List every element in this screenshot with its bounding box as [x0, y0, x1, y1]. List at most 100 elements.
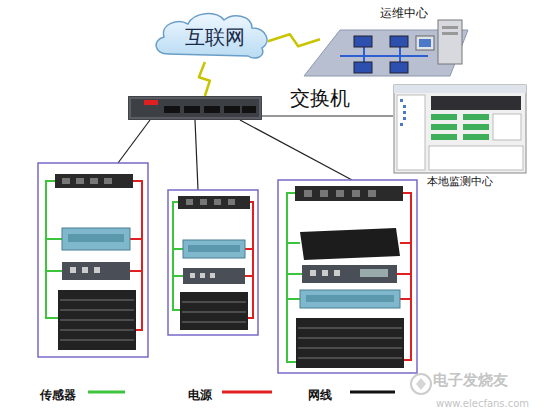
watermark-text: www.elecfans.com [436, 398, 529, 409]
ops-center-label: 运维中心 [380, 5, 428, 22]
office-computers-part [354, 36, 372, 47]
office-computers-part [354, 62, 372, 73]
network-switch-art-part [144, 100, 158, 105]
local-monitor-art-part-part [463, 114, 489, 120]
rack-one-part [46, 270, 62, 272]
rack-two-part [248, 202, 253, 318]
switch-ports-part [224, 106, 240, 113]
network-switch: 交换机 [128, 96, 262, 120]
rack-three-part [322, 270, 328, 276]
rack-two-part [200, 273, 205, 278]
rack-one-part [82, 267, 88, 273]
office-computers-part [438, 20, 462, 64]
rack-one-part-part [60, 300, 134, 301]
rack-three-part [300, 290, 400, 308]
rack-three-part [334, 270, 340, 276]
rack-two-part [168, 190, 258, 335]
rack-one-part [70, 267, 76, 273]
legend-samples-part [350, 391, 395, 394]
office-computers-part [442, 32, 458, 35]
rack-three-part [304, 190, 312, 197]
rack-three-part [336, 190, 344, 197]
rack-two-part-part [182, 322, 246, 323]
rack-two-part [186, 199, 193, 205]
switch-ports-part [242, 106, 256, 113]
network-switch-art [128, 96, 262, 120]
switch-label: 交换机 [290, 87, 350, 110]
rack-two-part [178, 196, 250, 209]
rack-three-part-part [298, 328, 402, 329]
rack-one-part-part [60, 320, 134, 321]
rack-three-part-part [298, 358, 402, 359]
rack-one-part-part [60, 330, 134, 331]
legend-samples [88, 391, 395, 394]
office-computers [354, 20, 462, 73]
legend-samples-part [88, 391, 125, 394]
rack-three-part [360, 269, 388, 277]
rack-two-part [188, 245, 240, 252]
rack-three-part [306, 295, 394, 302]
rack-one-part [62, 178, 70, 184]
local-monitor-art-part [493, 114, 521, 140]
rack-one-part [130, 238, 142, 240]
rack-two-part [245, 275, 253, 277]
rack-one-part [62, 228, 130, 250]
rack-two-part [173, 202, 180, 310]
local-monitor-art-part [397, 95, 425, 170]
rack-three-part [400, 298, 411, 300]
rack-three-part [300, 228, 400, 260]
office-computers-part [419, 39, 431, 47]
local-monitor-art-part [400, 99, 406, 126]
rack-three-part [352, 190, 360, 197]
rack-three-part [368, 190, 376, 197]
switch-to-rack-wires-part [195, 120, 198, 190]
rack-one-part [68, 234, 124, 242]
rack-three-part [400, 242, 411, 244]
rack-one-part [38, 163, 148, 357]
network-cable [262, 115, 393, 116]
rack-two-part [183, 240, 245, 258]
rack-three-part-part [298, 338, 402, 339]
local-monitor-art-part-part [400, 99, 403, 102]
rack-three-part [295, 186, 403, 201]
rack-two-part [228, 199, 235, 205]
local-monitor-art-part-part [400, 123, 403, 126]
rack-three [278, 180, 417, 373]
rack-one-part [94, 267, 100, 273]
local-monitor-art [393, 84, 527, 174]
rack-three-part [298, 328, 402, 358]
rack-two-part [173, 275, 183, 277]
rack-three-part [287, 193, 296, 362]
rack-two-part [180, 292, 248, 330]
rack-two-part [210, 273, 215, 278]
rack-three-part [287, 242, 300, 244]
office-computers-part [390, 36, 408, 47]
local-monitor-art-part-part [463, 134, 489, 140]
internet-cloud: 互联网 [150, 10, 272, 62]
local-monitor: 本地监测中心 [393, 84, 527, 190]
local-monitor-art-part-part [431, 134, 457, 140]
rack-three-part [296, 318, 404, 368]
rack-one-part [46, 181, 58, 318]
switch-to-rack-wires-part [240, 120, 352, 180]
legend-text: 电源 [188, 387, 212, 404]
watermark-logo [411, 374, 431, 394]
rack-three-part [320, 190, 328, 197]
legend-samples-part [222, 391, 272, 394]
rack-two-part [182, 302, 246, 322]
rack-three-part [287, 298, 300, 300]
rack-three-part [278, 180, 417, 373]
rack-two [168, 190, 258, 335]
network-switch-art-part [131, 99, 259, 117]
rack-two-part [214, 199, 221, 205]
switch-ports-part [184, 106, 200, 113]
rack-three-part [403, 193, 411, 360]
local-monitor-art-part [429, 146, 523, 170]
rack-one-part [55, 174, 133, 188]
rack-two-part-part [182, 302, 246, 303]
switch-to-rack-wires-part [118, 120, 150, 163]
legend-item: 网线 [308, 384, 332, 404]
office-computers-part [442, 26, 458, 29]
rack-one-part-part [60, 340, 134, 341]
